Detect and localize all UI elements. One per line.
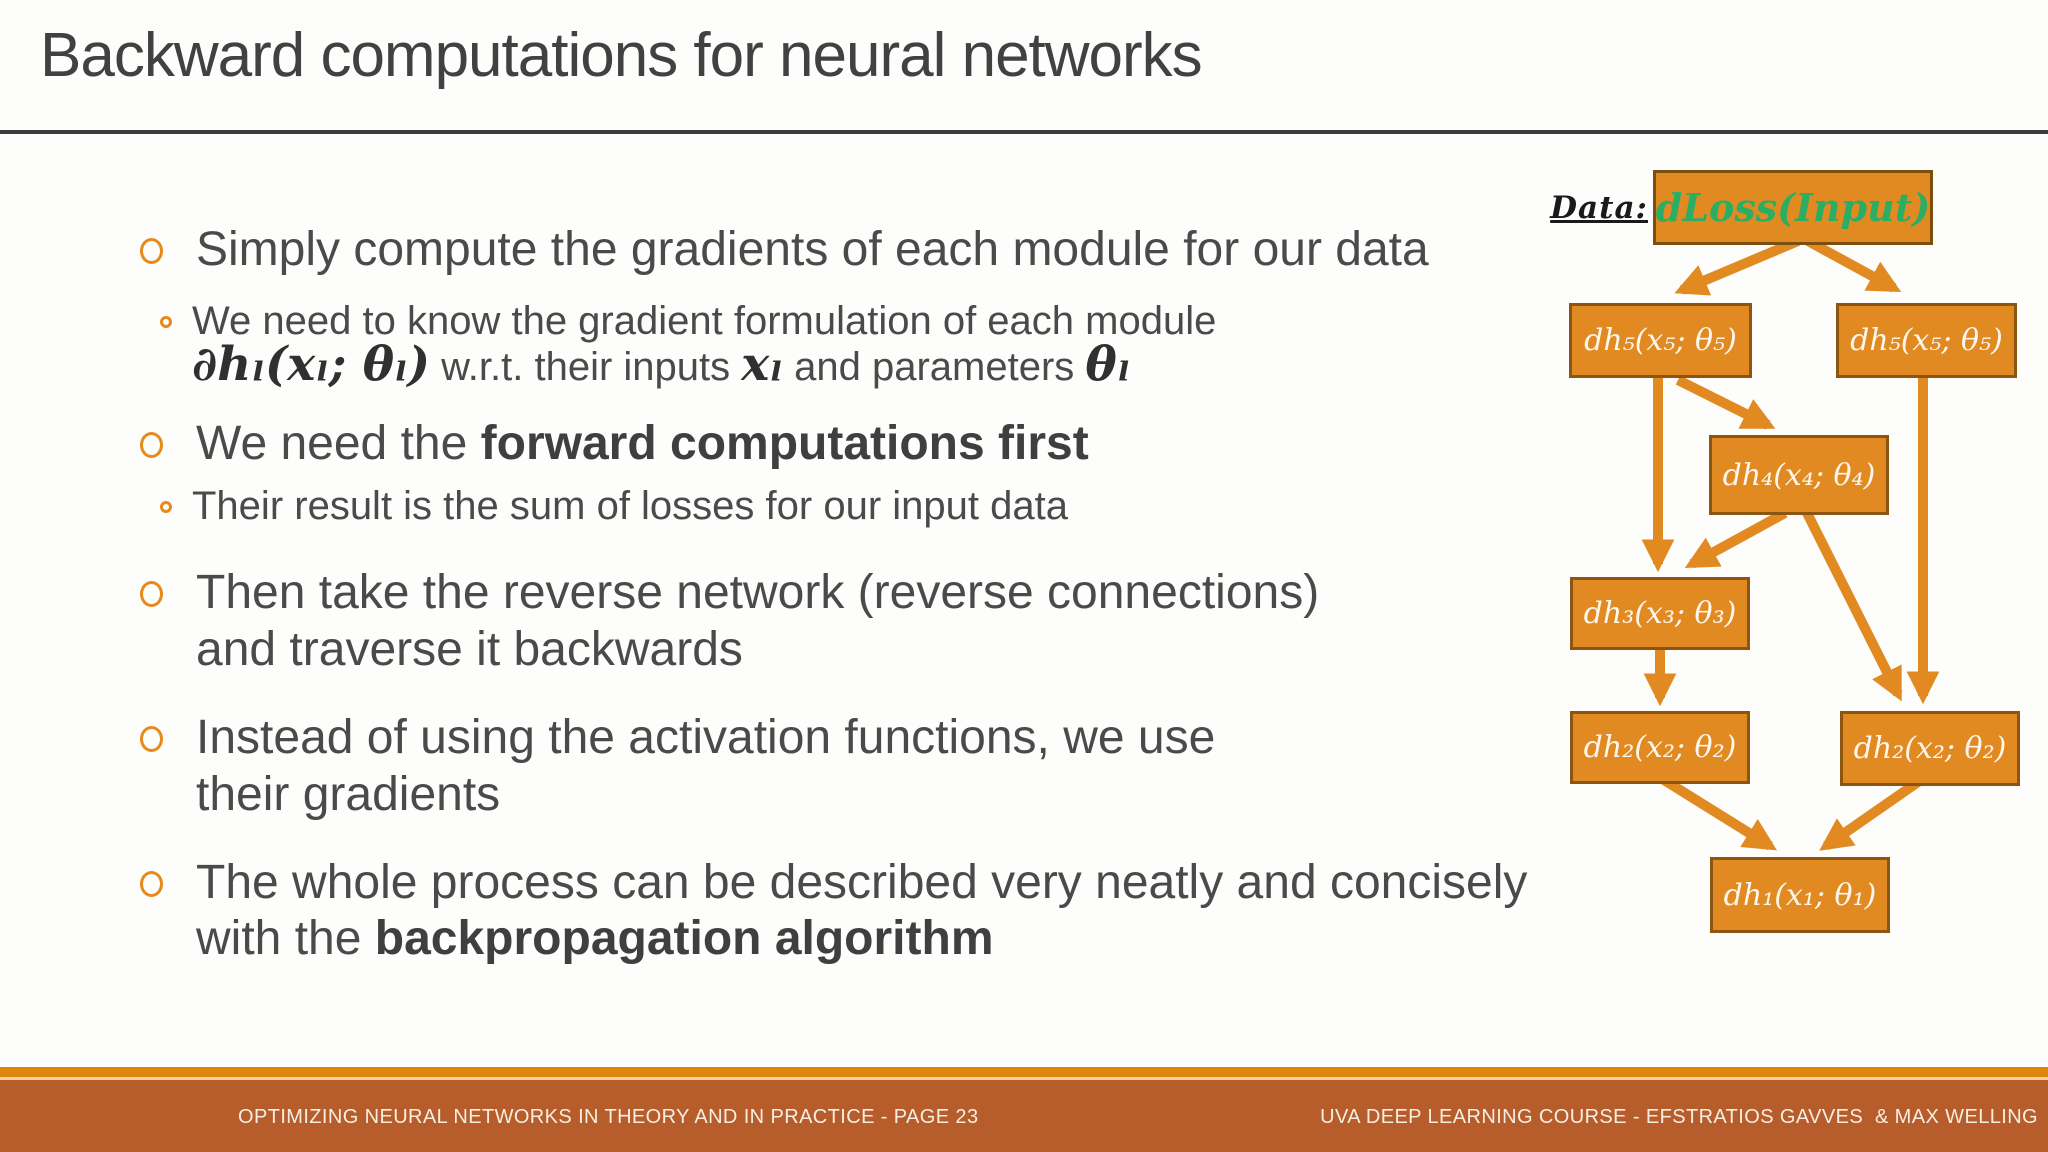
edge-dloss-to-dh5-right [1805,236,1902,293]
page-title: Backward computations for neural network… [40,21,1203,90]
math-thetal: θₗ [1085,337,1131,392]
sub-text: and parameters [783,345,1086,389]
node-dh1: dh₁(x₁; θ₁) [1710,857,1890,933]
diagram-arrows [1641,236,1940,851]
footer-divider-line [0,1077,2048,1080]
bullet-3-line-1: Then take the reverse network (reverse c… [196,566,1320,619]
bullet-1: Simply compute the gradients of each mod… [196,223,1429,276]
bullet-4-line-2: their gradients [196,768,501,821]
edge-dh5-left-to-dh4 [1675,375,1776,430]
footer-course-page: OPTIMIZING NEURAL NETWORKS IN THEORY AND… [238,1106,979,1128]
bullet-4-line-1: Instead of using the activation function… [196,711,1216,764]
bullet-circle-icon [140,871,163,897]
node-dloss-input: dLoss(Input) [1653,170,1933,245]
node-dh5-right: dh₅(x₅; θ₅) [1836,303,2017,378]
bullet-1-sub-line-2: ∂hₗ(xₗ; θₗ) w.r.t. their inputs xₗ and p… [192,337,1131,392]
node-dh4: dh₄(x₄; θ₄) [1709,435,1889,515]
math-dhl: ∂hₗ(xₗ; θₗ) [192,337,431,392]
bullet-1-sub-line-1: We need to know the gradient formulation… [192,299,1217,343]
backprop-diagram: Data: dLoss(Input) dh₅(x₅; θ₅) dh₅(x₅; θ… [1530,140,2048,952]
edge-dloss-to-dh5-left [1674,236,1800,296]
bullet-5-pre: with the [196,912,375,965]
node-dh2-right: dh₂(x₂; θ₂) [1840,711,2020,786]
sub-bullet-circle-icon [160,501,172,513]
edge-dh2-left-to-dh1 [1661,775,1778,851]
data-label: Data: [1550,190,1648,226]
node-dh5-left: dh₅(x₅; θ₅) [1569,303,1752,378]
bullet-2-pre: We need the [196,417,481,470]
bullet-2-sub: Their result is the sum of losses for ou… [192,484,1068,528]
footer-course-credits: UVA DEEP LEARNING COURSE - EFSTRATIOS GA… [1320,1106,2038,1128]
edge-dh2-right-to-dh1 [1819,777,1921,851]
node-dh3: dh₃(x₃; θ₃) [1570,577,1750,650]
bullet-2-bold: forward computations first [480,417,1089,470]
bullet-5-line-1: The whole process can be described very … [196,856,1528,909]
node-dh2-left: dh₂(x₂; θ₂) [1570,711,1750,784]
bullet-5-bold: backpropagation algorithm [374,912,994,965]
math-xl: xₗ [741,337,784,392]
edge-dh4-to-dh3 [1684,508,1788,569]
footer-bar [0,1080,2048,1152]
bullet-circle-icon [140,432,163,458]
bullet-5-line-2: with the backpropagation algorithm [196,911,994,966]
edge-dh4-to-dh2-right [1802,510,1903,702]
title-divider [0,130,2048,134]
sub-bullet-circle-icon [160,316,172,328]
sub-text: w.r.t. their inputs [430,345,742,389]
footer-accent-stripe [0,1067,2048,1077]
bullet-circle-icon [140,238,163,264]
bullet-circle-icon [140,581,163,607]
bullet-circle-icon [140,726,163,752]
bullet-2: We need the forward computations first [196,416,1089,471]
bullet-3-line-2: and traverse it backwards [196,623,743,676]
